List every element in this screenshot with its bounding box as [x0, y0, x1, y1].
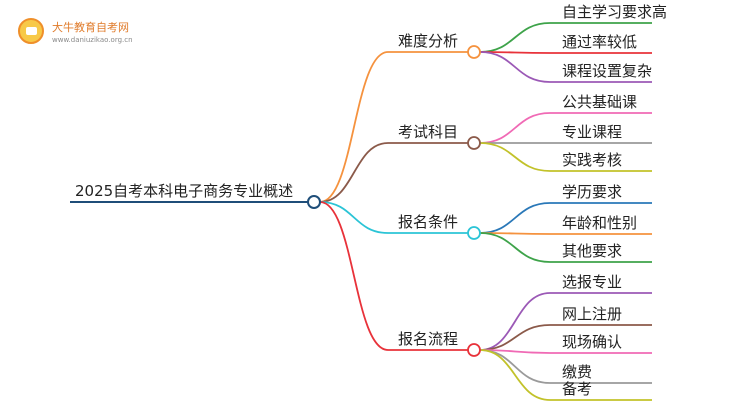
leaf-label: 公共基础课 [562, 93, 637, 111]
branch-connector [319, 201, 389, 234]
leaf-connector [479, 324, 551, 351]
leaf-connector [479, 142, 551, 172]
leaf-label: 自主学习要求高 [562, 3, 667, 21]
branch-label: 难度分析 [398, 32, 458, 50]
leaf-label: 备考 [562, 380, 592, 398]
branch-connector [319, 142, 389, 203]
leaf-label: 其他要求 [562, 242, 622, 260]
leaf-connector [479, 112, 551, 144]
root-label: 2025自考本科电子商务专业概述 [75, 182, 293, 200]
logo-site-name: 大牛教育自考网 [52, 21, 129, 34]
leaf-connector [479, 51, 551, 83]
branch-node-circle [467, 226, 481, 240]
leaf-label: 实践考核 [562, 151, 622, 169]
branch-label: 报名流程 [398, 330, 458, 348]
leaf-label: 年龄和性别 [562, 214, 637, 232]
leaf-label: 现场确认 [562, 333, 622, 351]
leaf-label: 专业课程 [562, 123, 622, 141]
leaf-connector [479, 349, 551, 401]
branch-node-circle [467, 343, 481, 357]
leaf-label: 选报专业 [562, 273, 622, 291]
site-logo: 大牛教育自考网 www.daniuzikao.org.cn [18, 16, 138, 52]
root-node-circle [307, 195, 321, 209]
logo-site-url: www.daniuzikao.org.cn [52, 36, 133, 44]
branch-label: 考试科目 [398, 123, 458, 141]
branch-connector [319, 51, 389, 203]
leaf-connector [479, 232, 551, 263]
leaf-connector [479, 292, 551, 351]
branch-label: 报名条件 [398, 213, 458, 231]
branch-connector [319, 201, 389, 351]
logo-badge-icon [18, 18, 44, 44]
leaf-connector [479, 202, 551, 234]
leaf-connector [479, 22, 551, 53]
branch-node-circle [467, 45, 481, 59]
leaf-connector [479, 349, 551, 384]
branch-node-circle [467, 136, 481, 150]
leaf-label: 课程设置复杂 [562, 62, 652, 80]
leaf-label: 缴费 [562, 363, 592, 381]
leaf-label: 通过率较低 [562, 33, 637, 51]
leaf-label: 网上注册 [562, 305, 622, 323]
leaf-label: 学历要求 [562, 183, 622, 201]
